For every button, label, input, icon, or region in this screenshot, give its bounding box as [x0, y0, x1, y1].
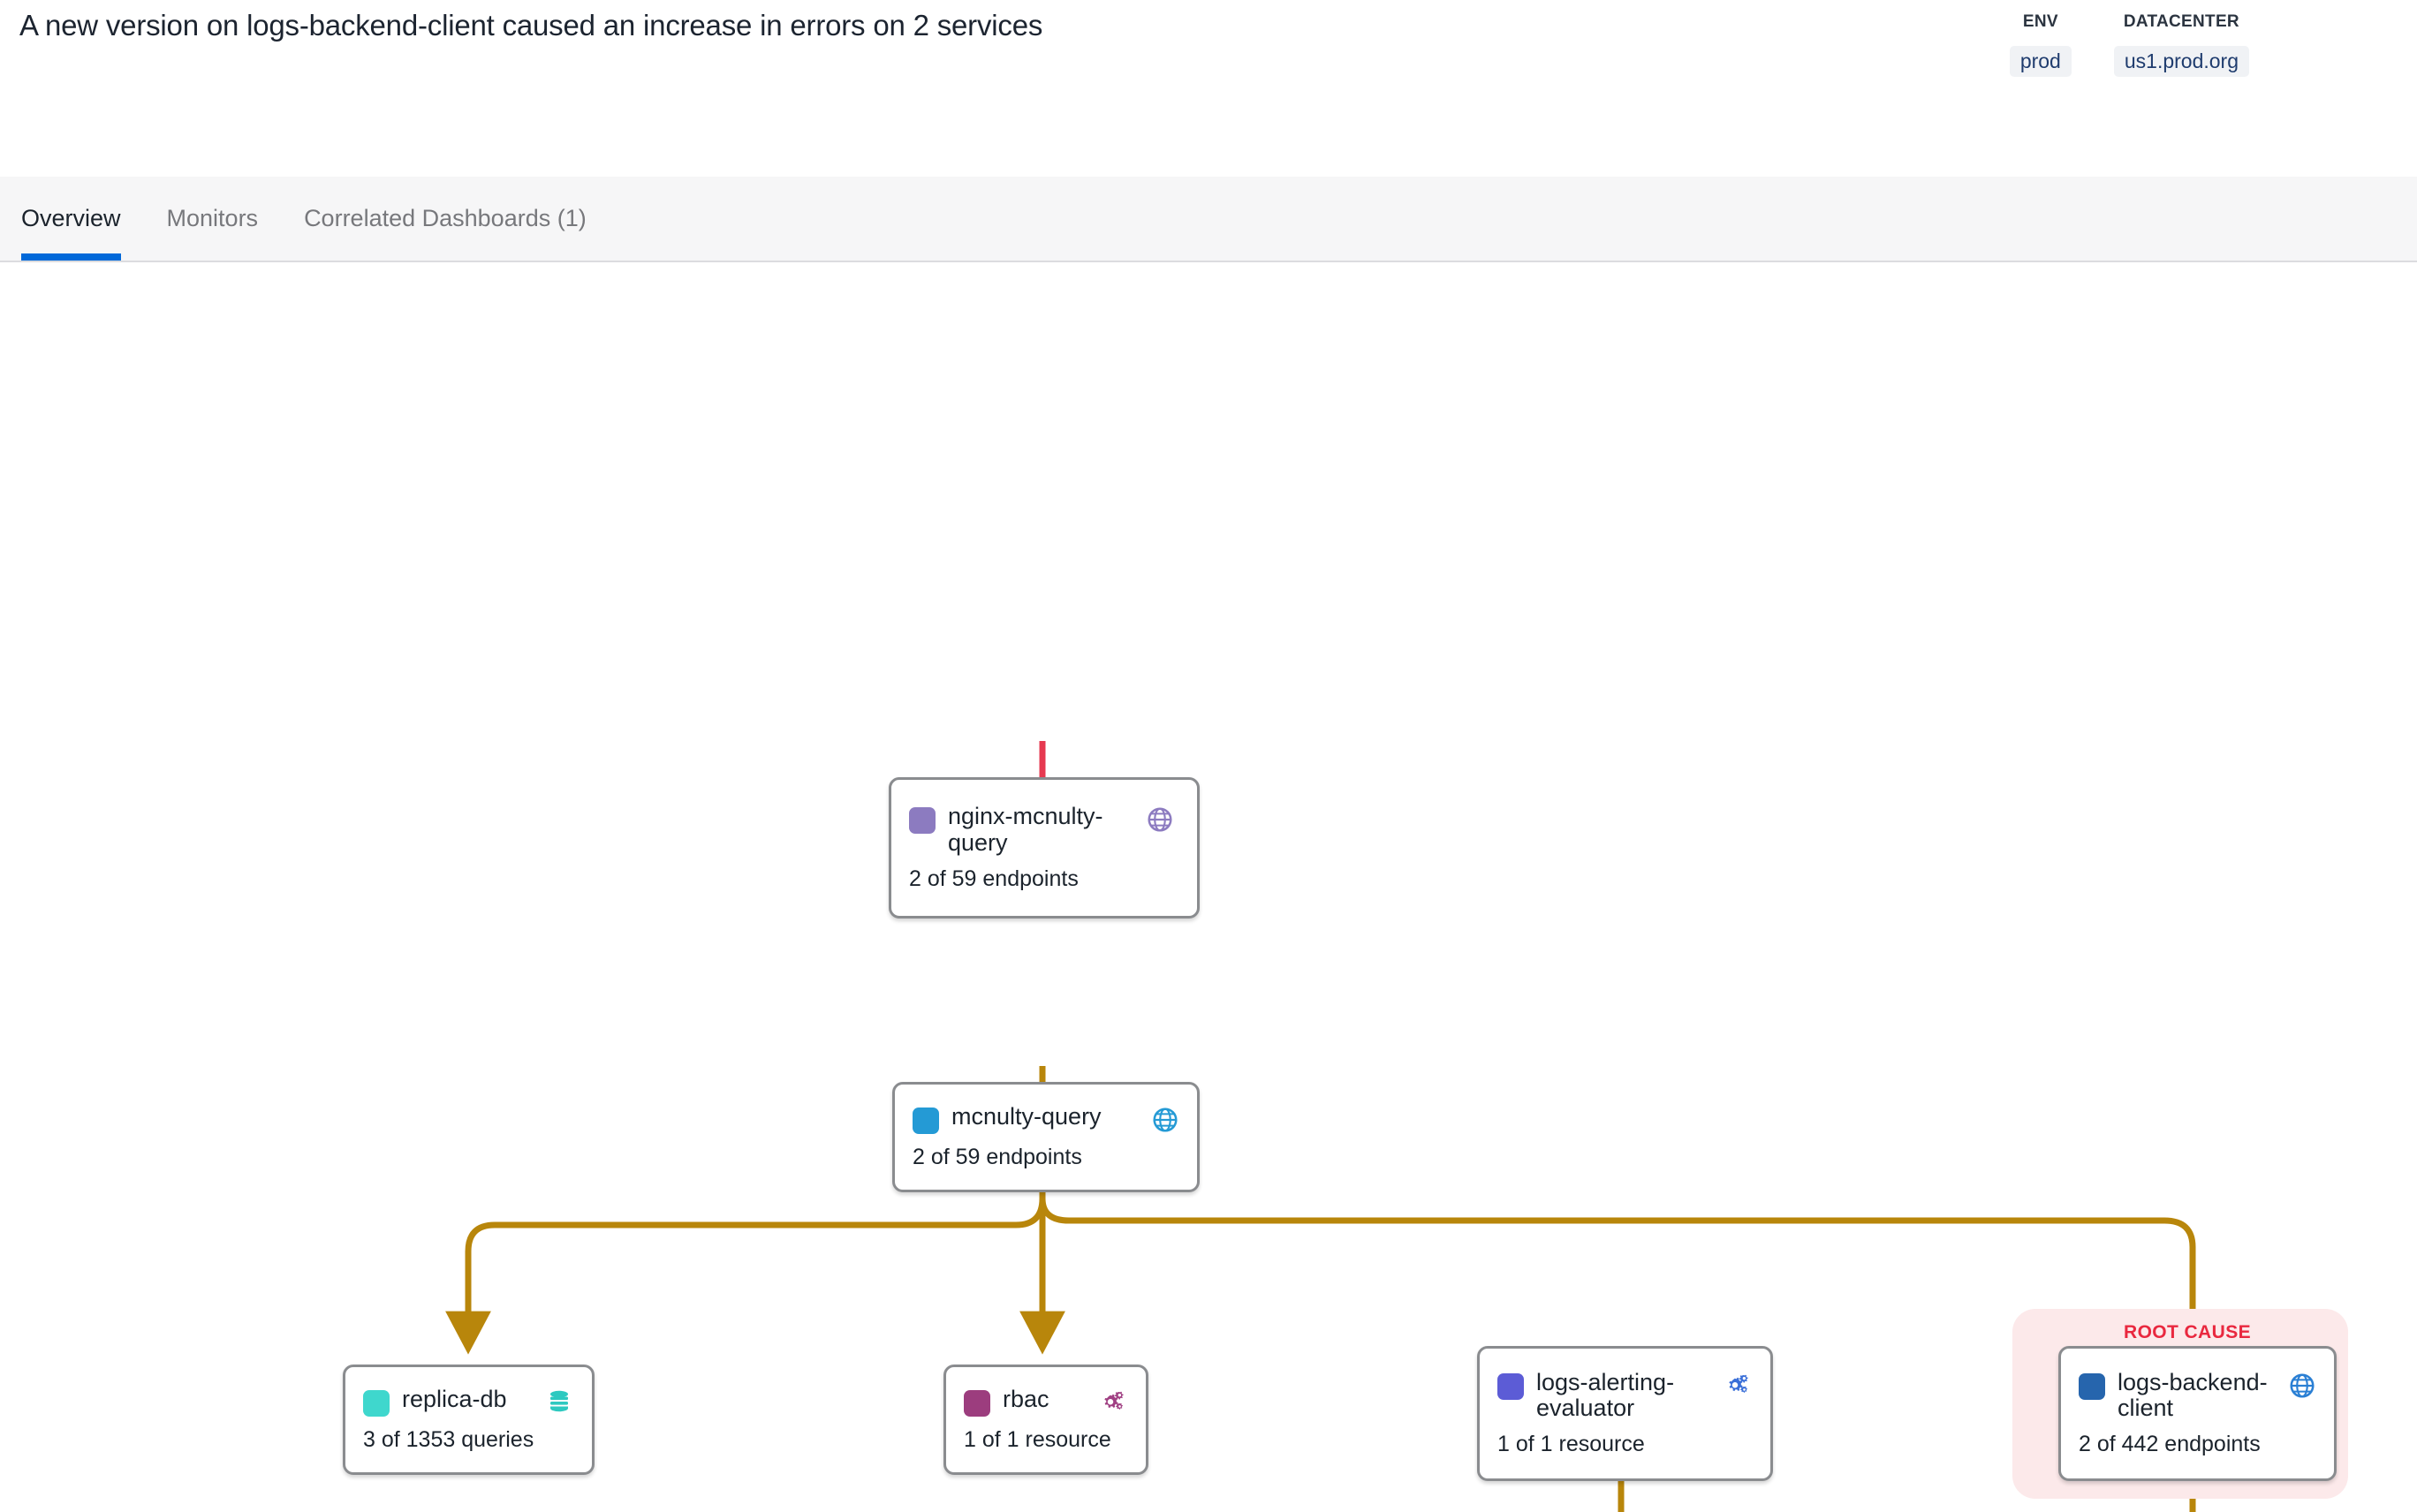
service-color-swatch	[2079, 1372, 2105, 1400]
meta-env: ENV prod	[2009, 12, 2072, 77]
node-service-name: replica-db	[402, 1386, 507, 1412]
graph-node-logs-alerting-evaluator[interactable]: logs-alerting-evaluator 1 of 1 resource	[1477, 1346, 1773, 1481]
graph-node-mcnulty-query[interactable]: mcnulty-query 2 of 59 endpoints	[892, 1082, 1200, 1192]
node-subtitle: 2 of 442 endpoints	[2079, 1432, 2261, 1457]
graph-node-nginx-mcnulty-query[interactable]: nginx-mcnulty-query 2 of 59 endpoints	[889, 777, 1200, 919]
tab-monitors[interactable]: Monitors	[166, 205, 259, 231]
cogs-icon	[1724, 1372, 1753, 1400]
globe-icon	[1146, 805, 1174, 834]
node-service-name: mcnulty-query	[951, 1103, 1102, 1130]
root-cause-label: ROOT CAUSE	[2124, 1322, 2252, 1342]
service-color-swatch	[363, 1390, 390, 1417]
graph-node-logs-backend-client[interactable]: logs-backend-client 2 of 442 endpoints	[2058, 1346, 2337, 1481]
node-service-name: nginx-mcnulty-query	[948, 803, 1103, 856]
node-header: nginx-mcnulty-query	[909, 804, 1179, 855]
graph-node-replica-db[interactable]: replica-db 3 of 1353 queries	[343, 1365, 595, 1475]
tab-overview[interactable]: Overview	[21, 177, 144, 261]
meta-datacenter: DATACENTER us1.prod.org	[2113, 12, 2249, 77]
service-color-swatch	[1497, 1372, 1524, 1400]
node-header: logs-backend-client	[2079, 1368, 2316, 1421]
service-color-swatch	[909, 807, 936, 835]
edge-logs-alerting-evaluator-to-logs-api	[1618, 1481, 1625, 1512]
tab-bar: Overview Monitors Correlated Dashboards …	[0, 177, 2417, 262]
database-icon	[546, 1388, 574, 1417]
tab-correlated-dashboards[interactable]: Correlated Dashboards (1)	[304, 205, 587, 231]
node-subtitle: 3 of 1353 queries	[363, 1427, 534, 1452]
service-color-swatch	[964, 1390, 990, 1417]
page-title: A new version on logs-backend-client cau…	[19, 9, 1043, 42]
page-header: A new version on logs-backend-client cau…	[0, 0, 2417, 177]
node-subtitle: 1 of 1 resource	[1497, 1432, 1645, 1457]
node-header: mcnulty-query	[913, 1103, 1179, 1134]
globe-icon	[1151, 1106, 1179, 1134]
node-header: logs-alerting-evaluator	[1497, 1368, 1753, 1421]
node-service-name: rbac	[1003, 1386, 1049, 1412]
meta-env-label: ENV	[2022, 12, 2058, 31]
edge-mcnulty-to-logs-backend-client	[1039, 1066, 2216, 1359]
incident-meta: ENV prod DATACENTER us1.prod.org	[2009, 12, 2249, 77]
cogs-icon	[1100, 1388, 1128, 1417]
meta-datacenter-label: DATACENTER	[2123, 12, 2239, 31]
graph-node-rbac[interactable]: rbac 1 of 1 resource	[943, 1365, 1148, 1475]
meta-datacenter-value[interactable]: us1.prod.org	[2113, 46, 2249, 77]
node-subtitle: 2 of 59 endpoints	[909, 866, 1079, 891]
service-color-swatch	[913, 1108, 939, 1134]
node-header: replica-db	[363, 1386, 574, 1417]
node-header: rbac	[964, 1386, 1128, 1417]
node-subtitle: 2 of 59 endpoints	[913, 1145, 1082, 1169]
node-subtitle: 1 of 1 resource	[964, 1427, 1111, 1452]
service-dependency-graph: ROOT CAUSE nginx-mcnulty-query 2 of 59 e…	[0, 262, 2417, 1512]
node-service-name: logs-alerting-evaluator	[1536, 1368, 1675, 1421]
meta-env-value[interactable]: prod	[2009, 46, 2072, 77]
node-service-name: logs-backend-client	[2118, 1368, 2268, 1421]
globe-icon	[2288, 1372, 2316, 1400]
